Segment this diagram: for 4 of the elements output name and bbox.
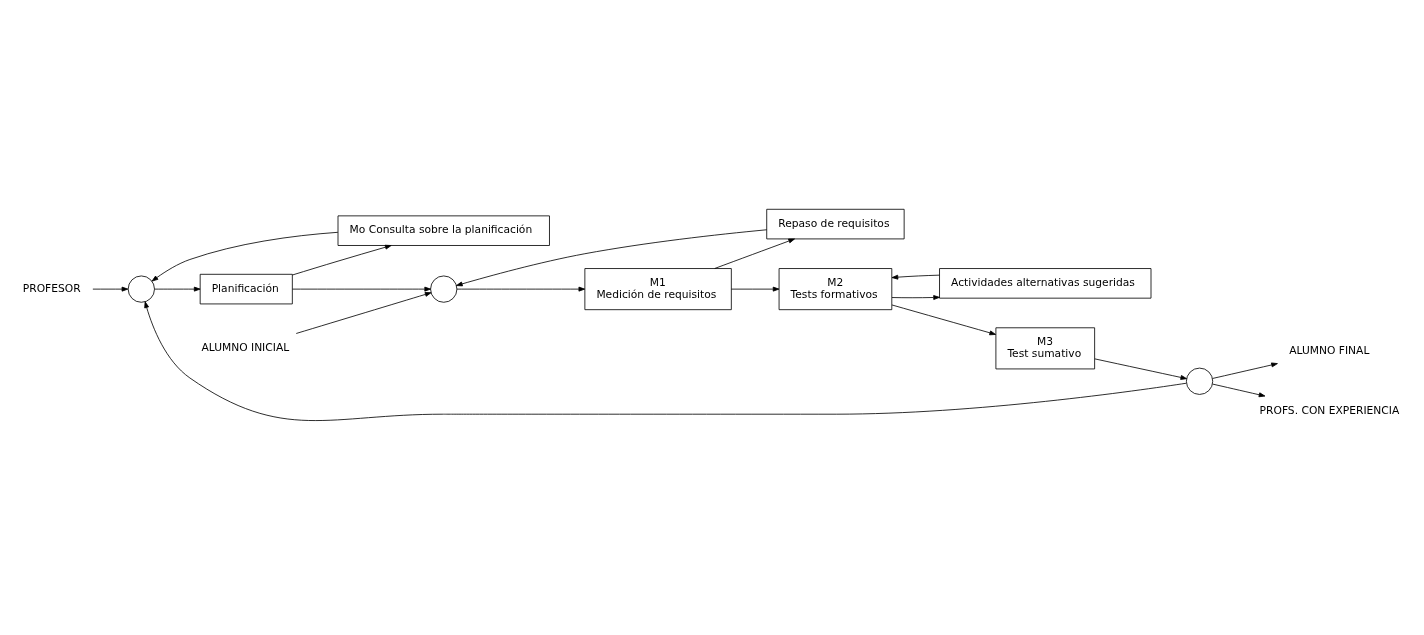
node-text: ALUMNO INICIAL [201,341,290,355]
node-text: PROFS. CON EXPERIENCIA [1259,403,1400,417]
node-text: ALUMNO FINAL [1289,344,1370,358]
node-text: PROFESOR [22,281,81,295]
